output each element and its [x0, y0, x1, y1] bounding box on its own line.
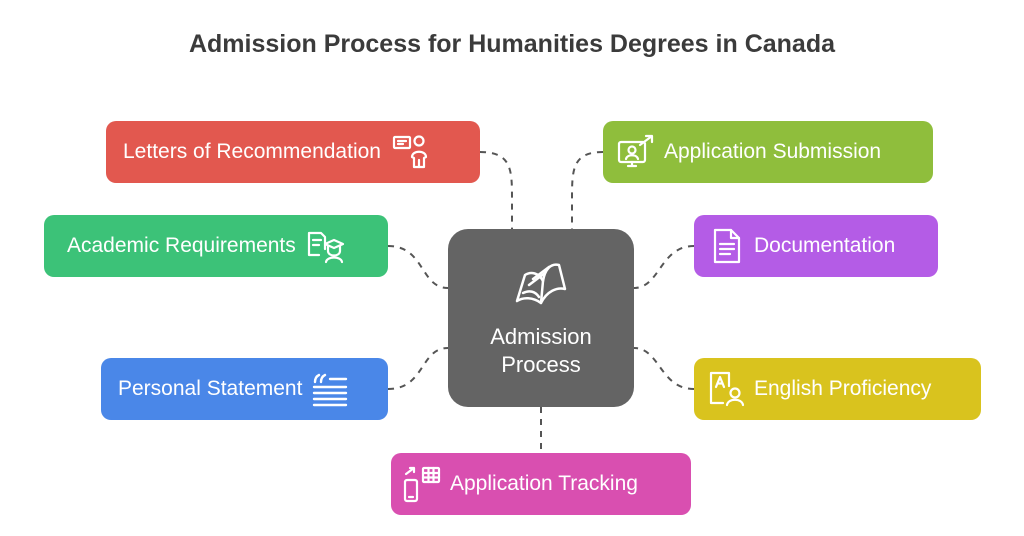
language-test-icon	[709, 371, 745, 407]
open-book-icon	[515, 263, 567, 305]
node-academic-requirements: Academic Requirements	[44, 215, 388, 277]
connector-letters	[479, 151, 513, 229]
center-label-line1: Admission	[490, 324, 592, 349]
node-label: Application Tracking	[450, 472, 638, 495]
node-letters-of-recommendation: Letters of Recommendation	[106, 121, 480, 183]
node-label: Personal Statement	[118, 377, 303, 400]
quote-text-icon	[313, 373, 348, 407]
node-english-proficiency: English Proficiency	[694, 358, 981, 420]
connector-documentation	[633, 245, 695, 289]
monitor-upload-icon	[617, 134, 654, 168]
node-label: Letters of Recommendation	[123, 140, 381, 163]
document-icon	[713, 228, 741, 264]
node-application-tracking: Application Tracking	[391, 453, 691, 515]
connector-academic	[387, 245, 449, 289]
node-label: Academic Requirements	[67, 234, 296, 257]
node-label: Documentation	[754, 234, 896, 257]
connector-english	[633, 347, 695, 390]
diagram-title: Admission Process for Humanities Degrees…	[188, 30, 836, 58]
node-personal-statement: Personal Statement	[101, 358, 388, 420]
node-label: English Proficiency	[754, 377, 932, 400]
center-node-admission-process: Admission Process	[448, 229, 634, 407]
node-documentation: Documentation	[694, 215, 938, 277]
student-document-icon	[307, 231, 344, 264]
referee-icon	[392, 135, 428, 169]
connector-personal	[387, 347, 449, 390]
phone-tracking-icon	[403, 466, 441, 503]
connector-submission	[571, 151, 604, 229]
center-label-line2: Process	[501, 352, 581, 377]
node-label: Application Submission	[664, 140, 882, 163]
node-application-submission: Application Submission	[603, 121, 933, 183]
